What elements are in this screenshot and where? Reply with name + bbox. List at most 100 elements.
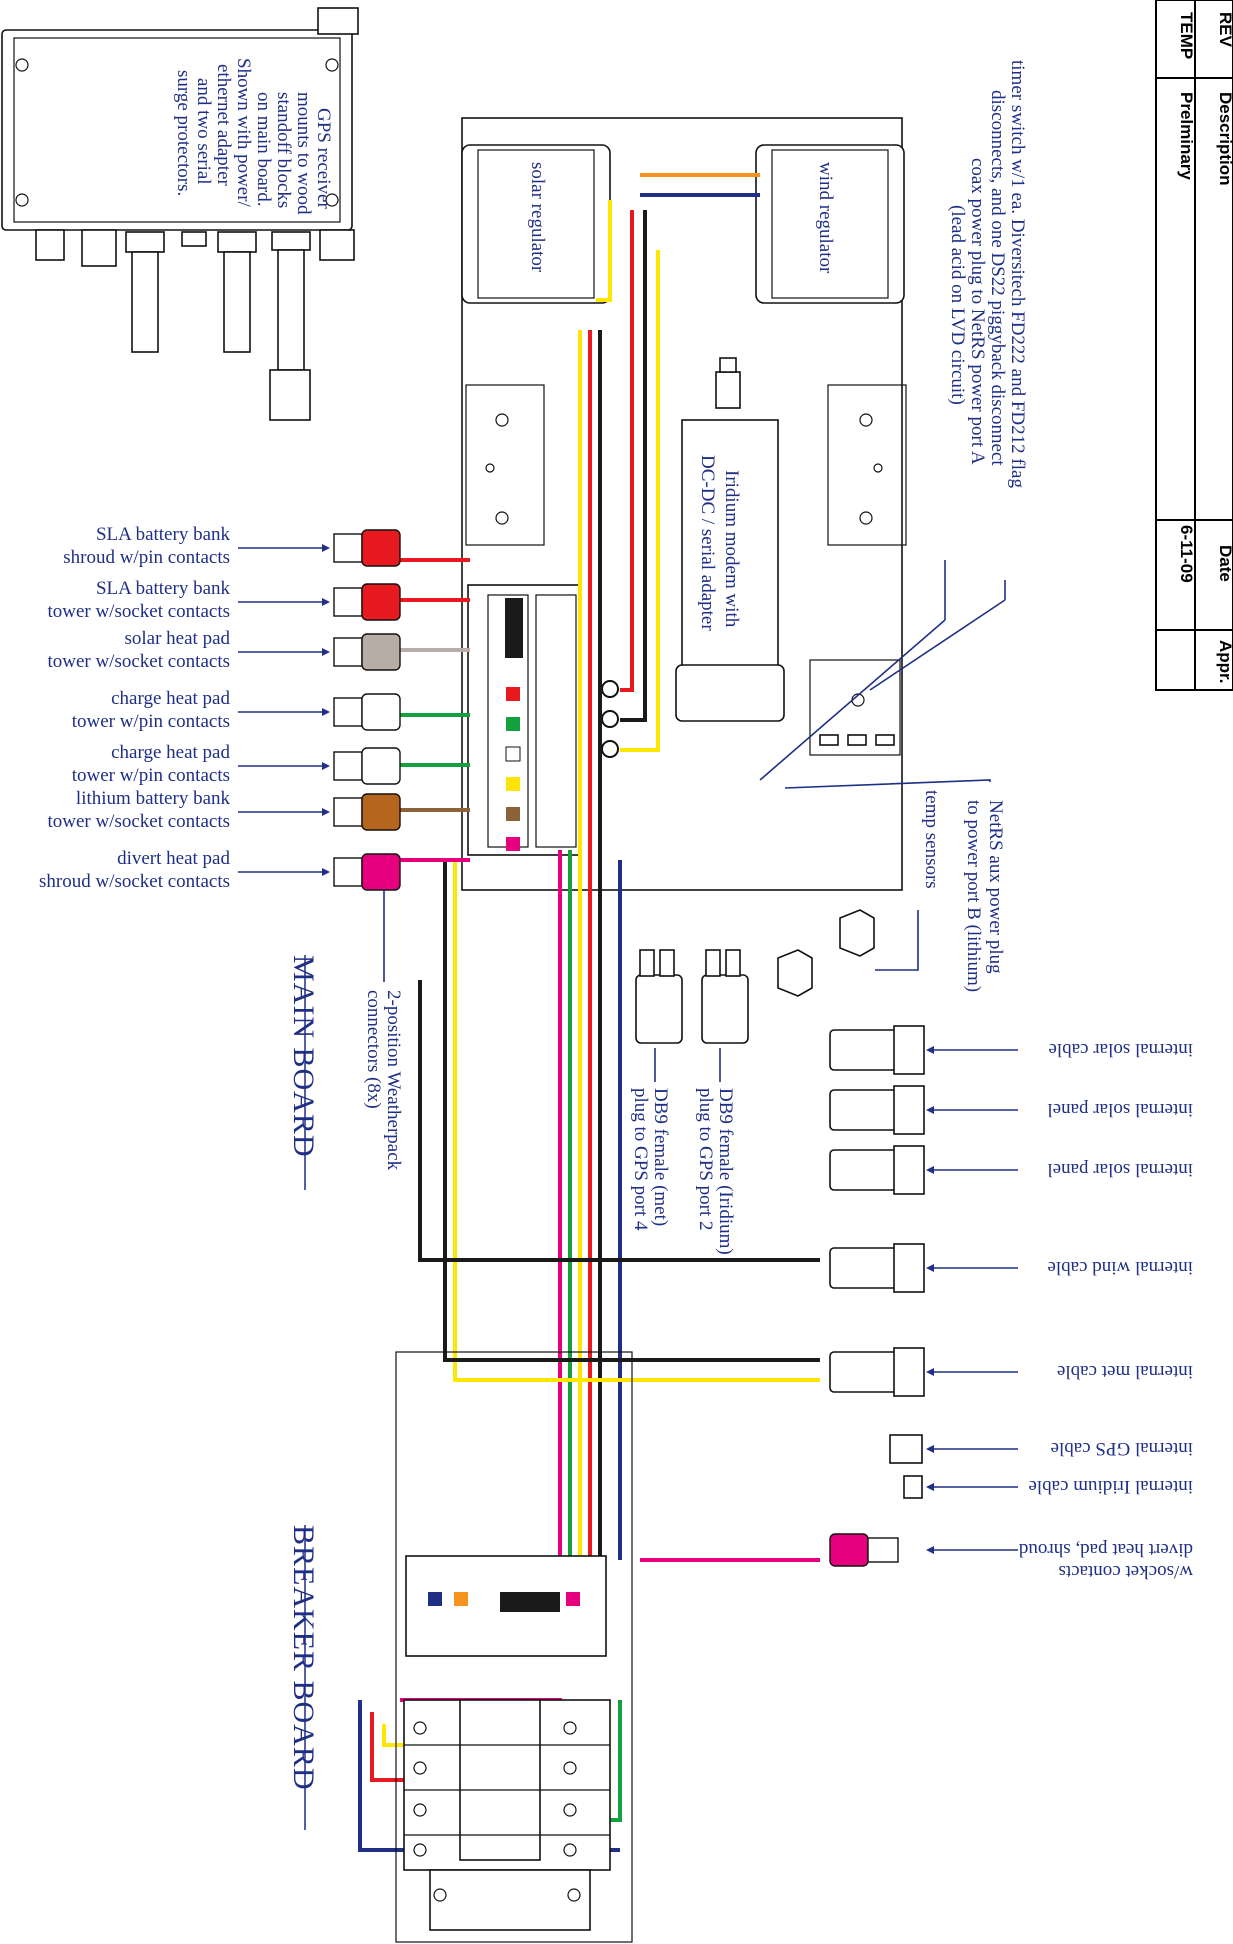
title-rev: TEMP <box>1177 12 1196 59</box>
arrow-head <box>322 708 330 716</box>
timer-note-line-2: disconnects, and one DS22 piggyback disc… <box>987 90 1008 466</box>
timer-note: timer switch w/1 ea. Diversitech FD222 a… <box>759 60 1028 781</box>
title-date-header: Date <box>1216 545 1233 582</box>
arrow-head <box>322 544 330 552</box>
connector-label-line-2: tower w/pin contacts <box>72 711 230 732</box>
gps-note-line-4: on main board. <box>253 92 274 207</box>
arrow-head <box>322 808 330 816</box>
netrs-aux-note: NetRS aux power plug to power port B (li… <box>784 779 1006 992</box>
right-cable-4: internal wind cable <box>926 1257 1193 1278</box>
connector-label-line-2: tower w/pin contacts <box>72 765 230 786</box>
arrow-head <box>926 1166 934 1174</box>
arrow-head <box>926 1264 934 1272</box>
db9-iridium-line-2: plug to GPS port 2 <box>695 1088 716 1231</box>
db9-met-line-1: DB9 female (met) <box>650 1088 671 1226</box>
connector-body <box>361 583 401 621</box>
timer-note-line-4: (lead acid on LVD circuit) <box>947 205 968 405</box>
cable-label: internal met cable <box>1057 1361 1193 1382</box>
connector-body <box>361 853 401 891</box>
arrow-head <box>926 1106 934 1114</box>
netrs-aux-line-2: to power port B (lithium) <box>963 800 984 992</box>
cable-label: internal wind cable <box>1047 1257 1193 1278</box>
right-cable-2: internal solar panel <box>926 1099 1193 1120</box>
svg-text:GPS receiver: GPS receiver <box>0 0 101 5</box>
connector-body <box>829 1533 869 1567</box>
connector-shroud <box>333 637 363 667</box>
arrow-head <box>926 1483 934 1491</box>
db9-iridium-line-1: DB9 female (Iridium) <box>715 1088 736 1255</box>
breaker-board-title: BREAKER BOARD <box>287 1525 320 1791</box>
gps-note-line-5: Shown with power/ <box>233 58 254 208</box>
title-date: 6-11-09 <box>1177 525 1196 583</box>
main-board-title: MAIN BOARD <box>287 955 320 1158</box>
gps-receiver: GPS receiver <box>0 0 359 421</box>
arrow-head <box>926 1368 934 1376</box>
arrow-head <box>926 1046 934 1054</box>
cable-label: internal solar cable <box>1048 1039 1193 1060</box>
connector-shroud <box>333 697 363 727</box>
connector-shroud <box>333 751 363 781</box>
gps-note: GPS receiver mounts to wood standoff blo… <box>173 58 334 215</box>
breaker-board <box>395 1351 633 1943</box>
gps-note-line-8: surge protectors. <box>173 70 194 196</box>
solar-regulator-label: solar regulator <box>527 162 548 273</box>
connector-body <box>361 529 401 567</box>
gps-note-line-6: ethernet adapter <box>213 64 234 187</box>
timer-note-line-1: timer switch w/1 ea. Diversitech FD222 a… <box>1007 60 1028 488</box>
title-description: Prelminary <box>1177 92 1196 180</box>
weatherpack-line-2: connectors (8x) <box>363 990 384 1109</box>
right-cable-list: internal solar cable internal solar panel… <box>829 1039 1193 1582</box>
connector-label-line-2: tower w/socket contacts <box>47 651 230 672</box>
connector-label-line-1: SLA battery bank <box>96 578 231 599</box>
db9-met-line-2: plug to GPS port 4 <box>630 1088 651 1231</box>
arrow-head <box>322 868 330 876</box>
connector-shroud <box>333 587 363 617</box>
connector-shroud <box>333 533 363 563</box>
modem-label-2: DC-DC / serial adapter <box>697 455 718 631</box>
main-board: solar regulator wind regulator Iridium m… <box>461 117 925 1499</box>
connector-label-line-2: shroud w/socket contacts <box>39 871 230 892</box>
arrow-head <box>926 1445 934 1453</box>
connector-body <box>361 747 401 785</box>
connector-body <box>361 633 401 671</box>
cable-label: internal solar panel <box>1047 1159 1193 1180</box>
modem-label-1: Iridium modem with <box>721 470 742 628</box>
connector-label-line-1: charge heat pad <box>111 688 230 709</box>
title-description-header: Description <box>1216 92 1233 186</box>
wind-regulator <box>755 144 905 304</box>
connector-label-line-2: tower w/socket contacts <box>47 601 230 622</box>
gps-note-line-7: and two serial <box>193 78 214 185</box>
connector-shroud <box>867 1537 899 1563</box>
connector-label-line-1: solar heat pad <box>124 628 230 649</box>
arrow-head <box>322 762 330 770</box>
cable-label: internal GPS cable <box>1051 1438 1193 1459</box>
connector-label-line-2: shroud w/pin contacts <box>63 547 230 568</box>
netrs-aux-line-1: NetRS aux power plug <box>985 800 1006 974</box>
gps-note-line-3: standoff blocks <box>273 92 294 208</box>
gps-note-line: GPS receiver <box>0 0 101 5</box>
weatherpack-line-1: 2-position Weatherpack <box>383 990 404 1171</box>
connector-label-line-1: SLA battery bank <box>96 524 231 545</box>
connector-shroud <box>333 857 363 887</box>
db9-notes: DB9 female (Iridium) plug to GPS port 2 … <box>630 1048 736 1255</box>
title-block: REV Description Date Appr. TEMP Prelmina… <box>1155 0 1233 691</box>
connector-body <box>361 793 401 831</box>
main-terminal-strip <box>467 584 581 856</box>
connector-label-line-2: tower w/socket contacts <box>47 811 230 832</box>
cable-label: internal Iridium cable <box>1028 1476 1193 1497</box>
cable-label: divert heat pad, shroud <box>1018 1539 1193 1560</box>
temp-sensors-label: temp sensors <box>921 790 942 889</box>
connector-label-line-1: charge heat pad <box>111 742 230 763</box>
weatherpack-note: 2-position Weatherpack connectors (8x) <box>363 890 404 1171</box>
right-cable-7: internal Iridium cable <box>926 1476 1193 1497</box>
cable-label: internal solar panel <box>1047 1099 1193 1120</box>
